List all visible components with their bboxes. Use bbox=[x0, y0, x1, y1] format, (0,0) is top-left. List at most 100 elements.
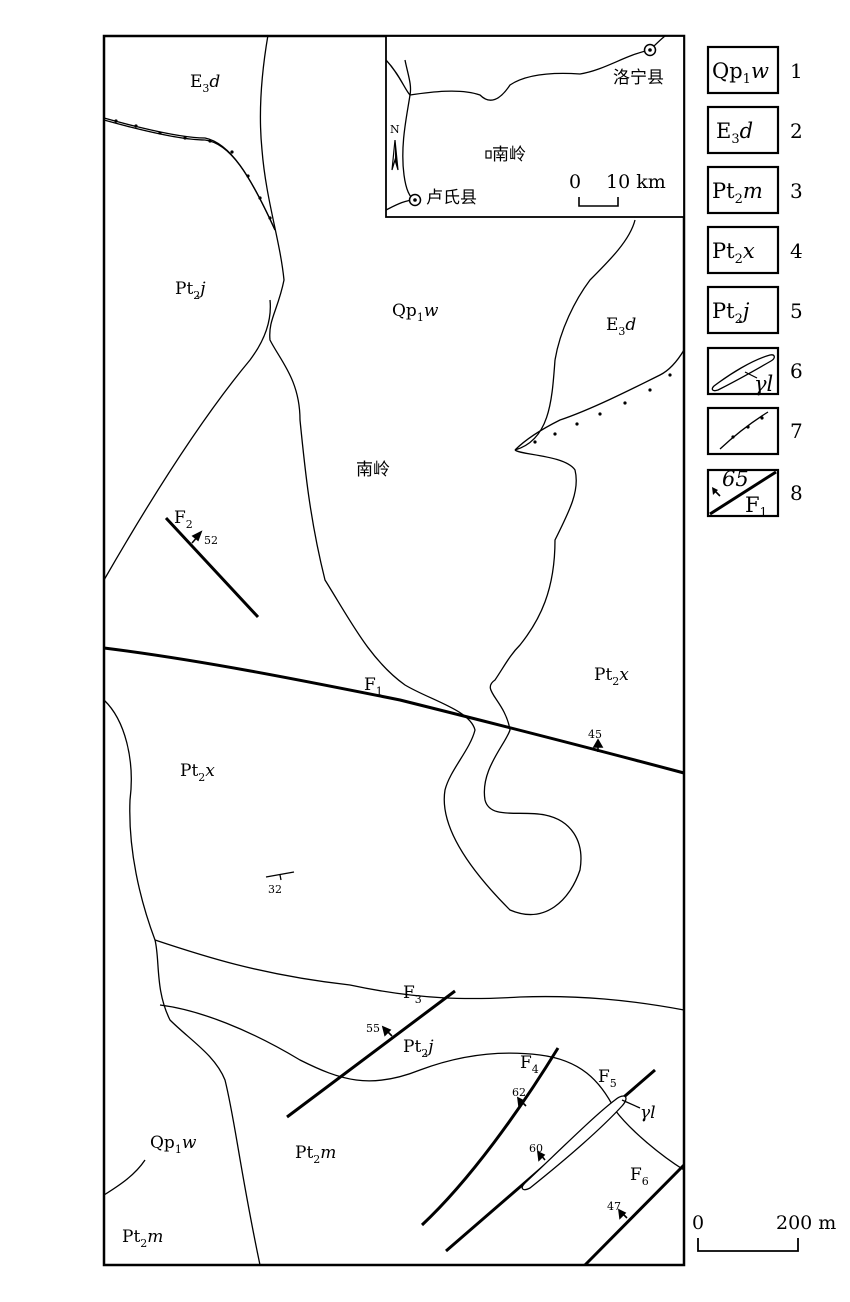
label-pt2m-southwest: Pt2m bbox=[122, 1227, 163, 1250]
inset-label-nanling: 南岭 bbox=[492, 145, 526, 165]
legend-item-5: Pt2j 5 bbox=[706, 285, 803, 335]
dip-arrows bbox=[191, 530, 628, 1220]
geologic-boundaries bbox=[103, 34, 685, 1266]
attitude-value: 32 bbox=[268, 883, 282, 896]
unconformity-dots-east bbox=[533, 373, 672, 444]
label-pt2m-south: Pt2m bbox=[295, 1143, 336, 1166]
svg-text:Qp1w: Qp1w bbox=[712, 59, 769, 87]
legend-item-8-fault: 65 F1 8 bbox=[706, 467, 803, 519]
svg-text:8: 8 bbox=[790, 481, 803, 505]
inset-scale-right: 10 km bbox=[606, 171, 666, 193]
dip-value-f1: 45 bbox=[588, 728, 602, 741]
boundary-pt2x-west bbox=[103, 699, 156, 941]
attitude-symbol bbox=[265, 871, 295, 881]
inset-label-lushi: 卢氏县 bbox=[426, 188, 477, 208]
boundary-pt2j-pt2x bbox=[103, 299, 271, 581]
label-fault-f2: F2 bbox=[174, 508, 193, 531]
svg-text:4: 4 bbox=[790, 239, 803, 263]
dip-arrow-f1 bbox=[592, 738, 604, 752]
boundary-pt2j-lower bbox=[159, 1004, 685, 1171]
inset-scale-bar: 0 10 km bbox=[569, 171, 666, 207]
inset-nanling-marker bbox=[485, 150, 492, 159]
label-e3d-east: E3d bbox=[606, 315, 636, 338]
boundary-pt2m-sw bbox=[103, 1159, 146, 1196]
label-nanling: 南岭 bbox=[356, 460, 390, 480]
unconformity-dots-northwest bbox=[114, 119, 272, 220]
dip-value-f4: 62 bbox=[512, 1086, 526, 1099]
svg-text:γl: γl bbox=[754, 372, 773, 396]
faults bbox=[103, 516, 686, 1267]
fault-f3 bbox=[286, 989, 456, 1119]
svg-text:1: 1 bbox=[790, 59, 803, 83]
unconformity-contacts bbox=[103, 117, 672, 444]
inset-city-luoning bbox=[643, 43, 657, 57]
dip-arrow-f3 bbox=[381, 1025, 393, 1037]
fault-f1 bbox=[103, 646, 685, 775]
label-e3d-northwest: E3d bbox=[190, 72, 220, 95]
main-scale-right: 200 m bbox=[776, 1212, 836, 1234]
map-frame bbox=[102, 34, 686, 1267]
svg-text:5: 5 bbox=[790, 299, 803, 323]
label-fault-f6: F6 bbox=[630, 1165, 649, 1188]
label-pt2j-northwest: Pt2j bbox=[175, 279, 206, 302]
granite-dyke bbox=[521, 1095, 627, 1191]
boundary-qp1w-east bbox=[514, 349, 685, 451]
boundary-qp1w-south bbox=[154, 939, 261, 1266]
fault-f6 bbox=[583, 1163, 686, 1267]
svg-text:E3d: E3d bbox=[716, 119, 753, 147]
svg-text:3: 3 bbox=[790, 179, 803, 203]
main-scale-left: 0 bbox=[692, 1212, 704, 1234]
inset-scale-left: 0 bbox=[569, 171, 581, 193]
inset-road-west bbox=[402, 59, 416, 201]
map-labels: E3d Pt2j Qp1w E3d 南岭 Pt2x Pt2x Pt2j Qp1w… bbox=[122, 72, 656, 1250]
label-dyke: γl bbox=[640, 1103, 656, 1123]
svg-text:Pt2m: Pt2m bbox=[712, 179, 763, 207]
label-fault-f4: F4 bbox=[520, 1053, 539, 1076]
label-pt2j-south: Pt2j bbox=[403, 1037, 434, 1060]
dip-arrow-f5 bbox=[537, 1150, 546, 1162]
svg-text:F1: F1 bbox=[745, 493, 767, 519]
dip-arrow-f4 bbox=[517, 1096, 527, 1108]
label-fault-f3: F3 bbox=[403, 983, 422, 1006]
legend-item-6-dyke: γl 6 bbox=[706, 346, 803, 396]
dip-value-f6: 47 bbox=[607, 1200, 621, 1213]
label-fault-f5: F5 bbox=[598, 1067, 617, 1090]
fault-f4 bbox=[420, 1047, 560, 1227]
legend-item-2: E3d 2 bbox=[706, 105, 803, 155]
legend: Qp1w 1 E3d 2 Pt2m 3 Pt2x 4 Pt2j 5 γl bbox=[706, 45, 803, 519]
label-fault-f1: F1 bbox=[364, 675, 383, 698]
svg-text:65: 65 bbox=[722, 467, 749, 491]
inset-city-lushi bbox=[408, 193, 422, 207]
main-scale-bar: 0 200 m bbox=[692, 1212, 836, 1252]
boundary-e3d-east bbox=[554, 219, 636, 361]
dyke-leader bbox=[621, 1099, 641, 1109]
svg-text:Pt2j: Pt2j bbox=[712, 299, 750, 327]
unconformity-northwest bbox=[103, 117, 276, 231]
dip-value-f2: 52 bbox=[204, 534, 218, 547]
svg-text:6: 6 bbox=[790, 359, 803, 383]
legend-item-7-unconformity: 7 bbox=[706, 406, 803, 456]
dip-value-f3: 55 bbox=[366, 1022, 380, 1035]
legend-item-4: Pt2x 4 bbox=[706, 225, 803, 275]
svg-text:2: 2 bbox=[790, 119, 803, 143]
dip-value-f5: 60 bbox=[529, 1142, 543, 1155]
boundary-qp1w-west bbox=[259, 34, 582, 916]
inset-map: 洛宁县 卢氏县 南岭 N 0 10 km bbox=[385, 35, 685, 218]
legend-item-1: Qp1w 1 bbox=[706, 45, 803, 95]
label-qp1w-south: Qp1w bbox=[150, 1133, 197, 1156]
fault-f2 bbox=[164, 516, 260, 619]
svg-text:Pt2x: Pt2x bbox=[712, 239, 755, 267]
label-pt2x-west: Pt2x bbox=[180, 761, 215, 784]
dip-arrow-f6 bbox=[618, 1208, 628, 1220]
north-arrow-label: N bbox=[390, 123, 400, 136]
svg-text:7: 7 bbox=[790, 419, 803, 443]
boundary-pt2j-upper bbox=[154, 939, 685, 1011]
boundary-qp1w-north bbox=[514, 359, 556, 451]
label-pt2x-east: Pt2x bbox=[594, 665, 629, 688]
inset-label-luoning: 洛宁县 bbox=[613, 68, 664, 88]
label-qp1w-north: Qp1w bbox=[392, 301, 439, 324]
dip-arrow-f2 bbox=[191, 530, 203, 544]
north-arrow-icon: N bbox=[390, 123, 400, 171]
legend-item-3: Pt2m 3 bbox=[706, 165, 803, 215]
